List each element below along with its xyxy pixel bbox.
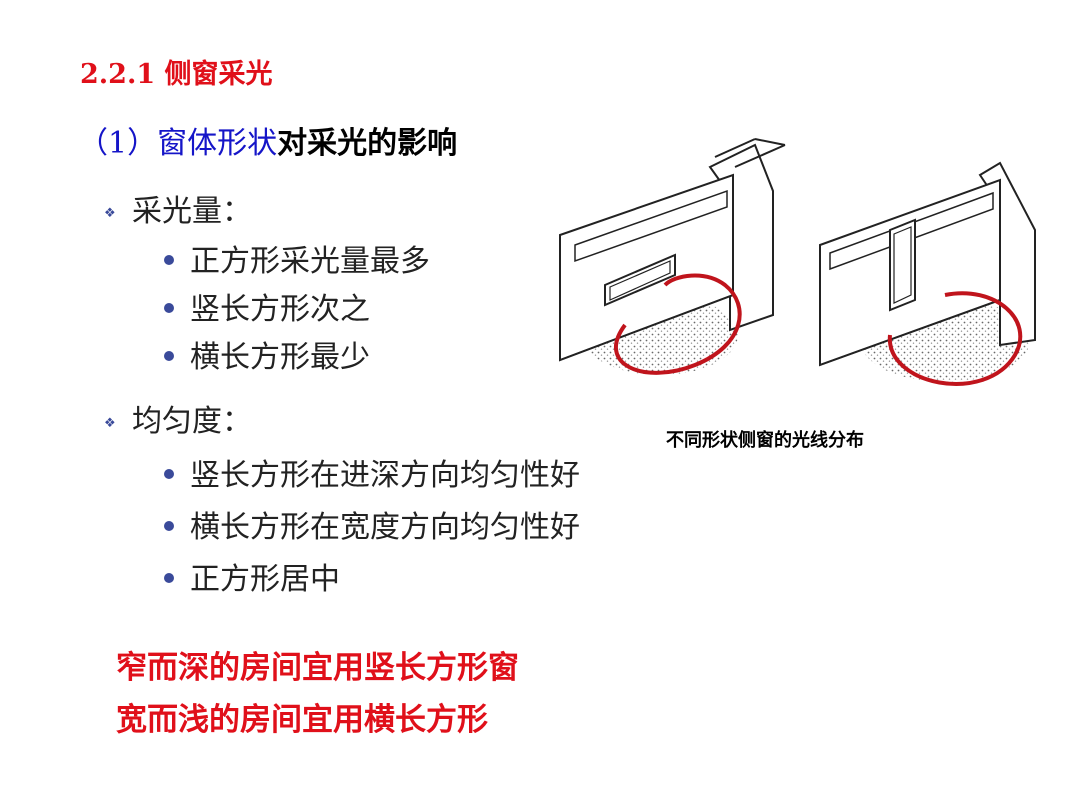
list-item: 横长方形最少 [164, 332, 370, 376]
subtitle-rest: 对采光的影响 [277, 126, 458, 161]
dot-bullet-icon [164, 521, 174, 531]
dot-bullet-icon [164, 573, 174, 583]
subtitle-topic: 窗体形状 [157, 126, 278, 161]
window-light-distribution-figure [559, 138, 1036, 386]
dot-bullet-icon [164, 469, 174, 479]
section-uniformity: ❖ 均匀度： [104, 396, 252, 440]
list-item: 竖长方形在进深方向均匀性好 [164, 450, 580, 494]
subtitle-paren: （1） [78, 126, 158, 161]
list-item: 正方形居中 [164, 554, 340, 598]
list-item: 竖长方形次之 [164, 284, 370, 328]
list-item-text: 竖长方形在进深方向均匀性好 [190, 458, 580, 493]
figure-caption: 不同形状侧窗的光线分布 [666, 430, 864, 451]
list-item-text: 横长方形最少 [190, 340, 370, 375]
diamond-bullet-icon: ❖ [104, 415, 116, 431]
conclusion-line: 宽而浅的房间宜用横长方形 [116, 702, 488, 738]
conclusion-line: 窄而深的房间宜用竖长方形窗 [116, 650, 519, 686]
section-heading: 采光量： [132, 194, 252, 229]
list-item-text: 竖长方形次之 [190, 292, 370, 327]
vertical-window-room-drawing [819, 161, 1036, 386]
section-heading: 均匀度： [132, 404, 252, 439]
list-item-text: 横长方形在宽度方向均匀性好 [190, 510, 580, 545]
dot-bullet-icon [164, 255, 174, 265]
diamond-bullet-icon: ❖ [104, 205, 116, 221]
list-item: 正方形采光量最多 [164, 236, 430, 280]
section-lighting-amount: ❖ 采光量： [104, 186, 252, 230]
list-item-text: 正方形采光量最多 [190, 244, 430, 279]
slide-subtitle: （1）窗体形状对采光的影响 [78, 118, 457, 162]
list-item-text: 正方形居中 [190, 562, 340, 597]
list-item: 横长方形在宽度方向均匀性好 [164, 502, 580, 546]
dot-bullet-icon [164, 351, 174, 361]
dot-bullet-icon [164, 303, 174, 313]
slide-title: 2.2.1 侧窗采光 [80, 59, 273, 90]
horizontal-window-room-drawing [559, 138, 786, 375]
